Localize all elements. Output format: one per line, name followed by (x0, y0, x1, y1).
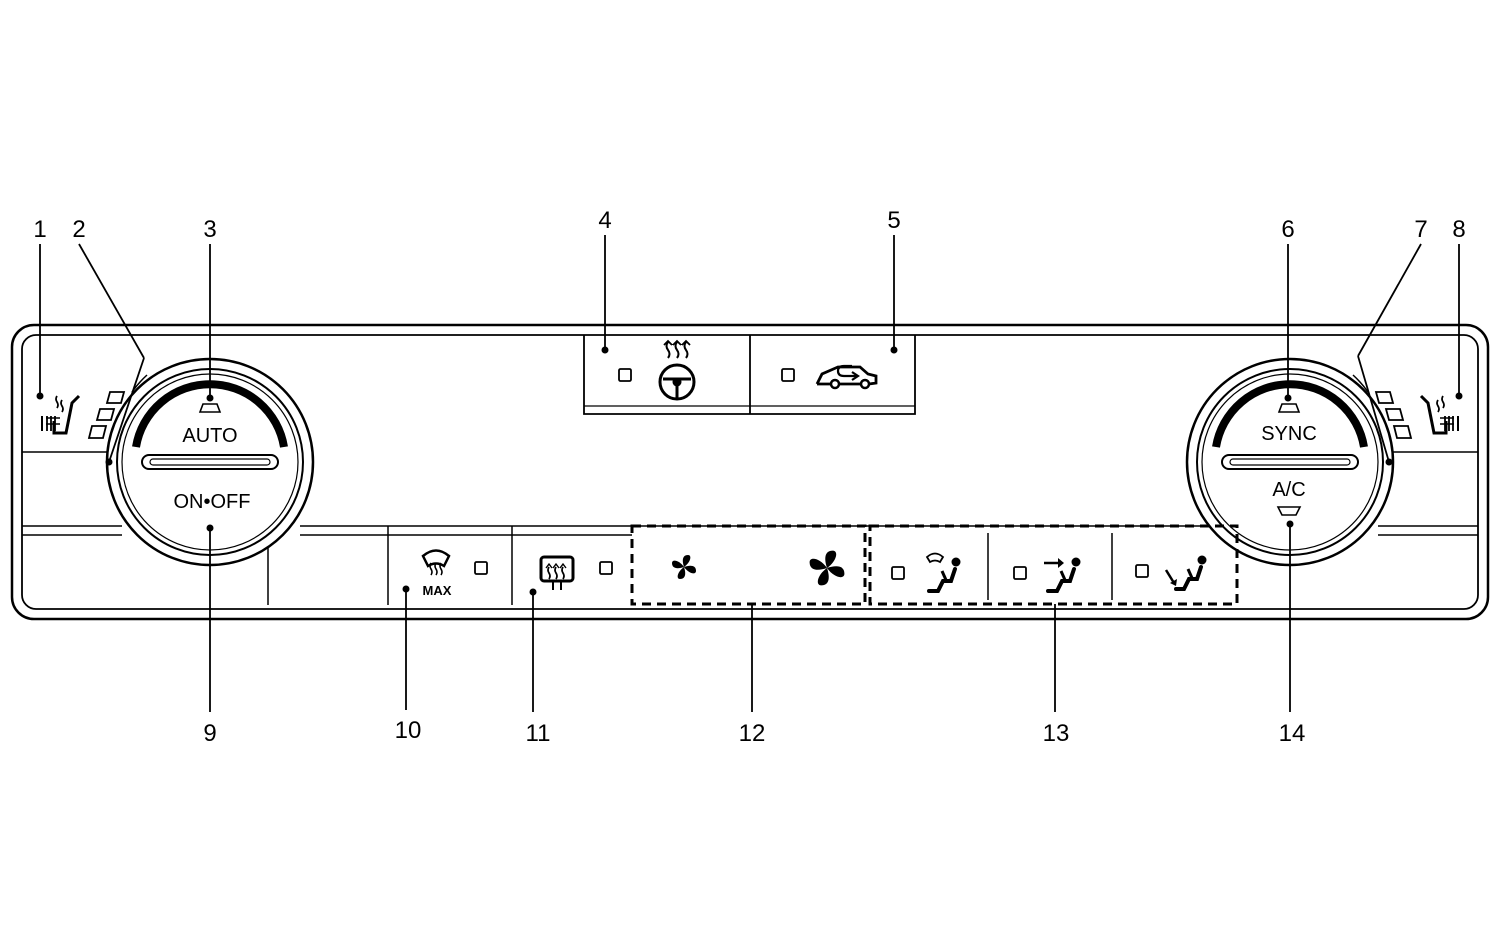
indicator-light (1135, 564, 1149, 578)
callout-11: 11 (526, 720, 551, 747)
indicator-light (891, 566, 905, 580)
callout-6: 6 (1281, 216, 1294, 243)
on-off-label: ON•OFF (174, 491, 251, 513)
seat-heater-icon (1419, 394, 1459, 435)
indicator-light (781, 368, 795, 382)
callout-4: 4 (598, 207, 611, 234)
callout-12: 12 (739, 720, 766, 747)
callout-13: 13 (1043, 720, 1070, 747)
heated-steering-wheel-icon (658, 339, 696, 401)
face-mode-icon (1044, 557, 1081, 593)
floor-mode-button[interactable] (1135, 555, 1207, 591)
callout-5: 5 (887, 207, 900, 234)
indicator-light (474, 561, 488, 575)
rear-defrost-button[interactable] (539, 555, 613, 590)
sync-indicator-light (1277, 403, 1301, 413)
top-button-group (583, 335, 916, 415)
seat-heater-level-indicators (87, 391, 126, 439)
floor-mode-icon (1164, 555, 1207, 591)
callout-10: 10 (395, 717, 422, 744)
indicator-light (618, 368, 632, 382)
seat-heater-icon (41, 394, 81, 435)
sync-label: SYNC (1261, 423, 1317, 445)
fan-low-icon (672, 555, 696, 579)
air-recirculation-icon (815, 364, 878, 390)
airflow-mode-control (868, 524, 1239, 606)
heated-steering-button[interactable] (618, 339, 696, 401)
callout-1: 1 (33, 216, 46, 243)
indicator-light (1013, 566, 1027, 580)
rear-window-defrost-icon (539, 555, 575, 590)
defrost-floor-mode-icon (925, 552, 961, 593)
face-mode-button[interactable] (1013, 557, 1081, 593)
max-defrost-button[interactable]: MAX (421, 549, 488, 599)
seat-heater-level-indicators (1374, 391, 1413, 439)
callout-3: 3 (203, 216, 216, 243)
right-seat-heater-button[interactable] (1374, 391, 1459, 439)
callout-2: 2 (72, 216, 85, 243)
ac-label: A/C (1272, 479, 1305, 501)
auto-label: AUTO (182, 425, 237, 447)
fan-speed-control[interactable] (630, 524, 867, 606)
callout-8: 8 (1452, 216, 1465, 243)
left-seat-heater-button[interactable] (41, 391, 126, 439)
callout-lines (36, 235, 1463, 712)
right-temperature-knob[interactable]: SYNC A/C (1185, 357, 1395, 567)
left-temperature-knob[interactable]: AUTO ON•OFF (105, 357, 315, 567)
fan-high-icon (809, 550, 845, 586)
ac-indicator-light (1276, 506, 1302, 516)
callout-numbers: 1 2 3 4 5 6 7 8 9 10 11 12 13 14 (33, 207, 1465, 747)
callout-9: 9 (203, 720, 216, 747)
max-label: MAX (423, 583, 452, 598)
windshield-defrost-icon (421, 549, 451, 576)
callout-14: 14 (1279, 720, 1306, 747)
defrost-floor-mode-button[interactable] (891, 552, 961, 593)
air-recirculation-button[interactable] (781, 364, 878, 390)
callout-7: 7 (1414, 216, 1427, 243)
auto-indicator-light (198, 403, 222, 413)
indicator-light (599, 561, 613, 575)
